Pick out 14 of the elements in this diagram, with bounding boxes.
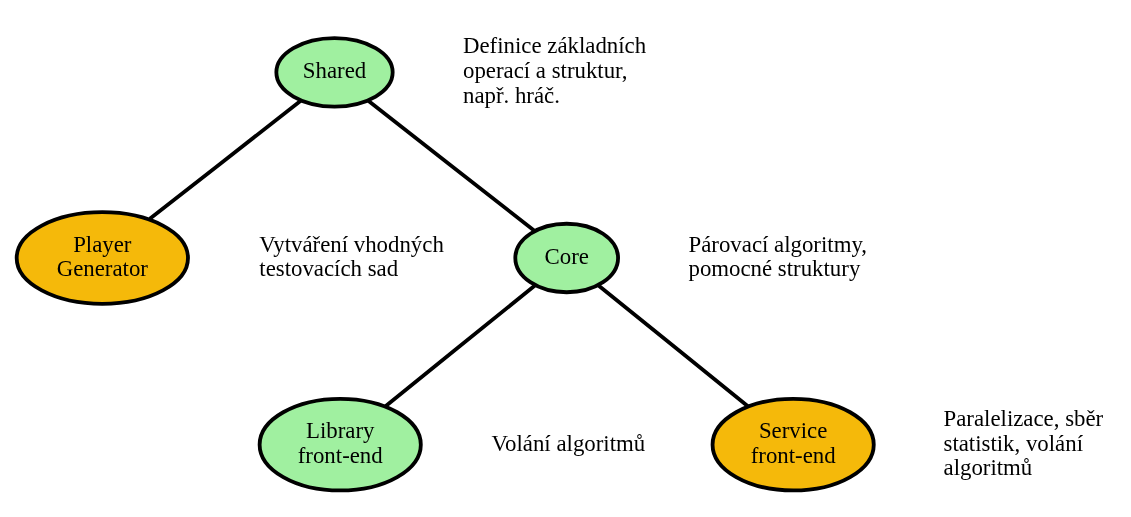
node-label: Párovací algoritmy, pomocné struktury [688,231,868,281]
connector [597,283,750,408]
connector [148,98,302,220]
connector [384,283,537,408]
node-ellipse: Core [513,221,620,294]
node-label: Vytváření vhodných testovacích sad [259,231,444,281]
node-label: Definice základních operací a struktur, např. hráč. [462,32,647,108]
node-ellipse: Library front-end [257,396,423,492]
node-label: Volání algoritmů [491,430,646,456]
node-label: Paralelizace, sběr statistik, volání algoritmů [943,405,1104,480]
node-ellipse: Shared [274,35,395,108]
node-ellipse: Service front-end [710,396,876,492]
connector [367,98,536,232]
node-ellipse: Player Generator [14,209,190,306]
